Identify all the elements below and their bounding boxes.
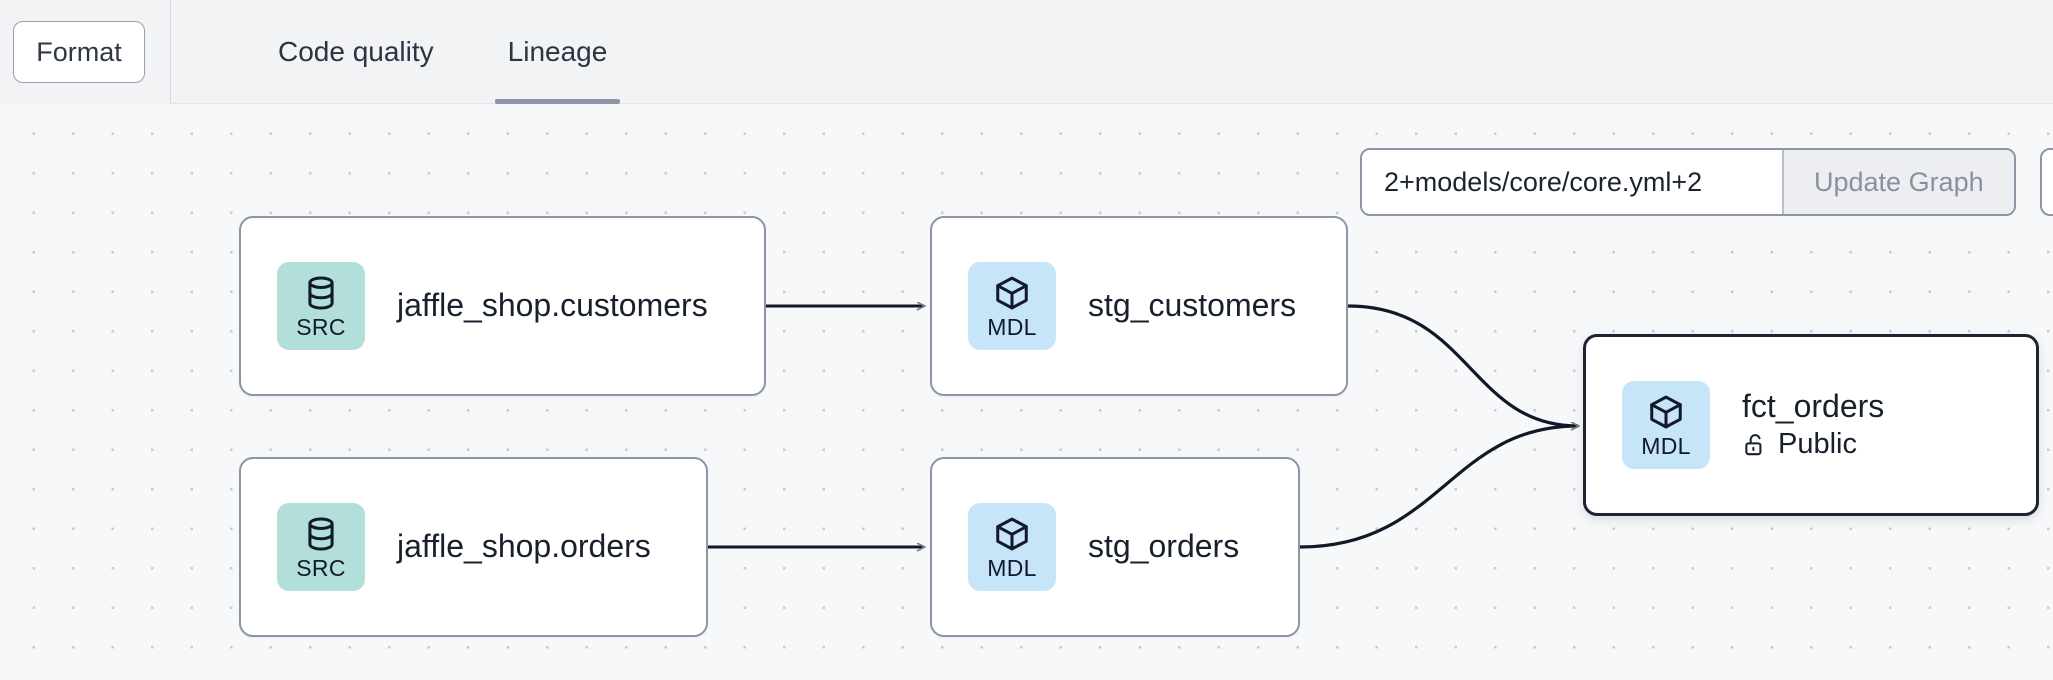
tab-code-quality-label: Code quality (278, 35, 434, 67)
edge-stg-customers-to-fct-orders (1347, 304, 1578, 426)
node-body: jaffle_shop.orders (397, 528, 651, 565)
tab-underline-inactive (265, 99, 447, 104)
tab-code-quality[interactable]: Code quality (241, 0, 471, 104)
cube-icon (1650, 395, 1682, 428)
tab-underline-active (494, 98, 621, 104)
graph-selector-group: Update Graph (1360, 148, 2016, 216)
unlock-icon (1745, 434, 1762, 456)
lineage-node-jaffle-shop-orders[interactable]: SRC jaffle_shop.orders (239, 457, 708, 637)
node-body: jaffle_shop.customers (397, 287, 708, 324)
model-badge-label: MDL (987, 554, 1037, 581)
node-body: fct_orders Public (1742, 388, 1885, 461)
node-body: stg_customers (1088, 287, 1297, 324)
node-title: jaffle_shop.customers (397, 287, 708, 324)
node-title: fct_orders (1742, 388, 1885, 425)
model-badge: MDL (1622, 381, 1710, 469)
lineage-canvas[interactable]: SRC jaffle_shop.customers SRC jaffle_sho… (0, 104, 2053, 680)
model-badge-label: MDL (1641, 432, 1691, 459)
editor-toolbar: Format Code quality Lineage (0, 0, 2053, 104)
tab-bar: Code quality Lineage (171, 0, 644, 104)
node-title: stg_orders (1088, 528, 1240, 565)
format-button[interactable]: Format (13, 20, 145, 83)
lineage-node-jaffle-shop-customers[interactable]: SRC jaffle_shop.customers (239, 216, 766, 396)
database-icon (308, 275, 334, 310)
format-button-zone: Format (0, 0, 171, 104)
cube-icon (996, 517, 1028, 550)
node-access-label: Public (1778, 427, 1857, 460)
node-access-level: Public (1742, 427, 1884, 461)
lineage-node-stg-customers[interactable]: MDL stg_customers (930, 216, 1348, 396)
model-badge-label: MDL (987, 313, 1037, 340)
graph-control-overflow[interactable] (2040, 148, 2053, 216)
source-badge-label: SRC (296, 554, 346, 581)
tab-lineage-label: Lineage (507, 35, 608, 67)
lineage-node-fct-orders[interactable]: MDL fct_orders Public (1583, 334, 2039, 516)
edge-stg-orders-to-fct-orders (1299, 426, 1578, 549)
update-graph-button[interactable]: Update Graph (1782, 150, 2014, 214)
source-badge-label: SRC (296, 313, 346, 340)
model-badge: MDL (968, 262, 1056, 350)
source-badge: SRC (277, 503, 365, 591)
cube-icon (996, 276, 1028, 309)
node-title: stg_customers (1088, 287, 1297, 324)
node-title: jaffle_shop.orders (397, 528, 651, 565)
tab-lineage[interactable]: Lineage (471, 0, 645, 104)
graph-selector-input[interactable] (1362, 150, 1782, 214)
lineage-node-stg-orders[interactable]: MDL stg_orders (930, 457, 1300, 637)
model-badge: MDL (968, 503, 1056, 591)
database-icon (308, 516, 334, 551)
source-badge: SRC (277, 262, 365, 350)
node-body: stg_orders (1088, 528, 1240, 565)
